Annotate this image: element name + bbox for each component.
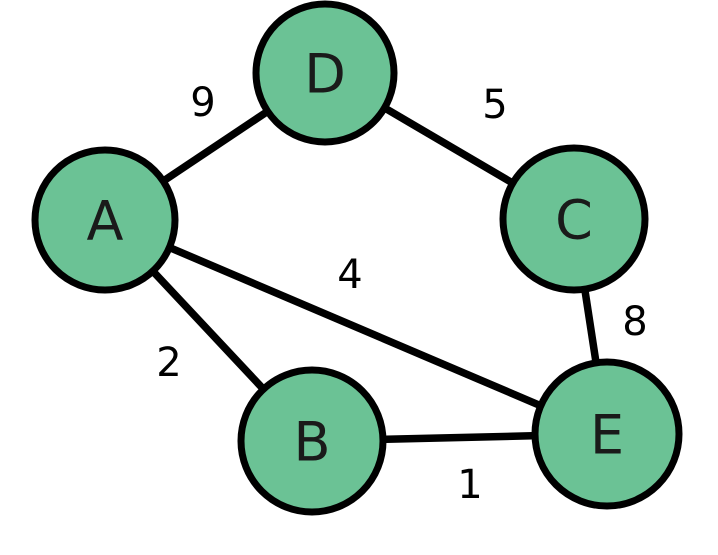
node-circle-b[interactable]	[237, 366, 387, 516]
edge-labels-layer: 9 5 4 2 8 1	[156, 80, 647, 508]
node-label-e: E	[590, 404, 624, 467]
graph-node-b[interactable]: B	[237, 366, 387, 516]
node-circle-d[interactable]	[252, 0, 398, 146]
node-circle-e[interactable]	[531, 358, 683, 510]
graph-edge-d-c	[380, 103, 517, 188]
graph-edge-b-e	[380, 431, 538, 444]
edge-weight-label-a-d: 9	[190, 80, 215, 126]
edge-weight-label-a-b: 2	[156, 340, 181, 386]
node-circle-a[interactable]	[31, 146, 179, 294]
edge-weight-label-a-e: 4	[337, 252, 362, 298]
graph-node-e[interactable]: E	[531, 358, 683, 510]
graph-node-a[interactable]: A	[31, 146, 179, 294]
graph-node-d[interactable]: D	[252, 0, 398, 146]
node-label-a: A	[87, 190, 124, 253]
edge-weight-label-b-e: 1	[457, 462, 482, 508]
nodes-layer: A B C D E	[31, 0, 683, 516]
graph-node-c[interactable]: C	[499, 144, 649, 294]
edge-weight-label-c-e: 8	[622, 299, 647, 345]
graph-edge-a-d	[159, 107, 272, 186]
graph-edge-a-e	[166, 243, 545, 410]
edges-layer	[148, 103, 601, 444]
node-circle-c[interactable]	[499, 144, 649, 294]
graph-edge-a-b	[148, 267, 268, 394]
edge-weight-label-d-c: 5	[482, 82, 507, 128]
node-label-c: C	[555, 189, 593, 252]
node-label-d: D	[304, 43, 346, 106]
node-label-b: B	[293, 411, 330, 474]
graph-edge-c-e	[580, 286, 601, 366]
